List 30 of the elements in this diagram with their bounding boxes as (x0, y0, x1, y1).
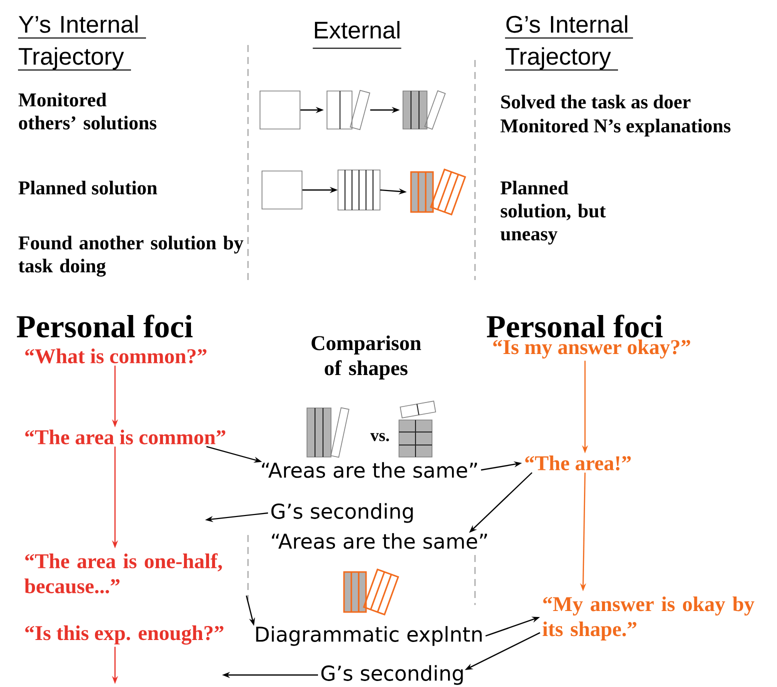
quote-text: “My answer is okay by its shape.” (542, 596, 754, 640)
heading: Y’s Internal Trajectory (18, 15, 146, 70)
section-heading: Personal foci (16, 314, 193, 338)
square-box (260, 90, 300, 130)
trajectory-note: Solved the task as doer (501, 94, 690, 108)
quote-text: “The area!” (525, 456, 631, 470)
caption-text: Comparison of shapes (312, 335, 422, 380)
vs-text: vs. (370, 432, 389, 442)
quote-text: “Areas are the same” (262, 462, 477, 478)
quote-text: “The area is common” (25, 430, 226, 444)
picture (338, 170, 380, 210)
trajectory-note: Monitored others’ solutions (18, 92, 156, 130)
quote-text: Diagrammatic explntn (256, 626, 482, 646)
quote-text: G’s seconding (271, 503, 413, 523)
section-heading: Personal foci (486, 314, 663, 338)
trajectory-note: Found another solution by task doing (18, 236, 244, 277)
trajectory-note: Monitored N’s explanations (500, 118, 730, 136)
quote-text: “Is this exp. enough?” (25, 625, 224, 645)
quote-text: “What is common?” (25, 348, 206, 364)
quote-text: “Is my answer okay?” (493, 339, 690, 359)
picture (326, 90, 370, 130)
quote-text: G’s seconding (321, 665, 463, 685)
heading: External (312, 21, 402, 49)
quote-text: “Areas are the same” (272, 533, 487, 549)
picture (402, 90, 446, 130)
trajectory-note: Planned solution (18, 180, 158, 195)
heading: G’s Internal Trajectory (504, 15, 634, 70)
quote-text: “The area is one-half, because...” (24, 553, 222, 594)
square-box (262, 170, 302, 210)
trajectory-note: Planned solution, but uneasy (500, 180, 606, 244)
